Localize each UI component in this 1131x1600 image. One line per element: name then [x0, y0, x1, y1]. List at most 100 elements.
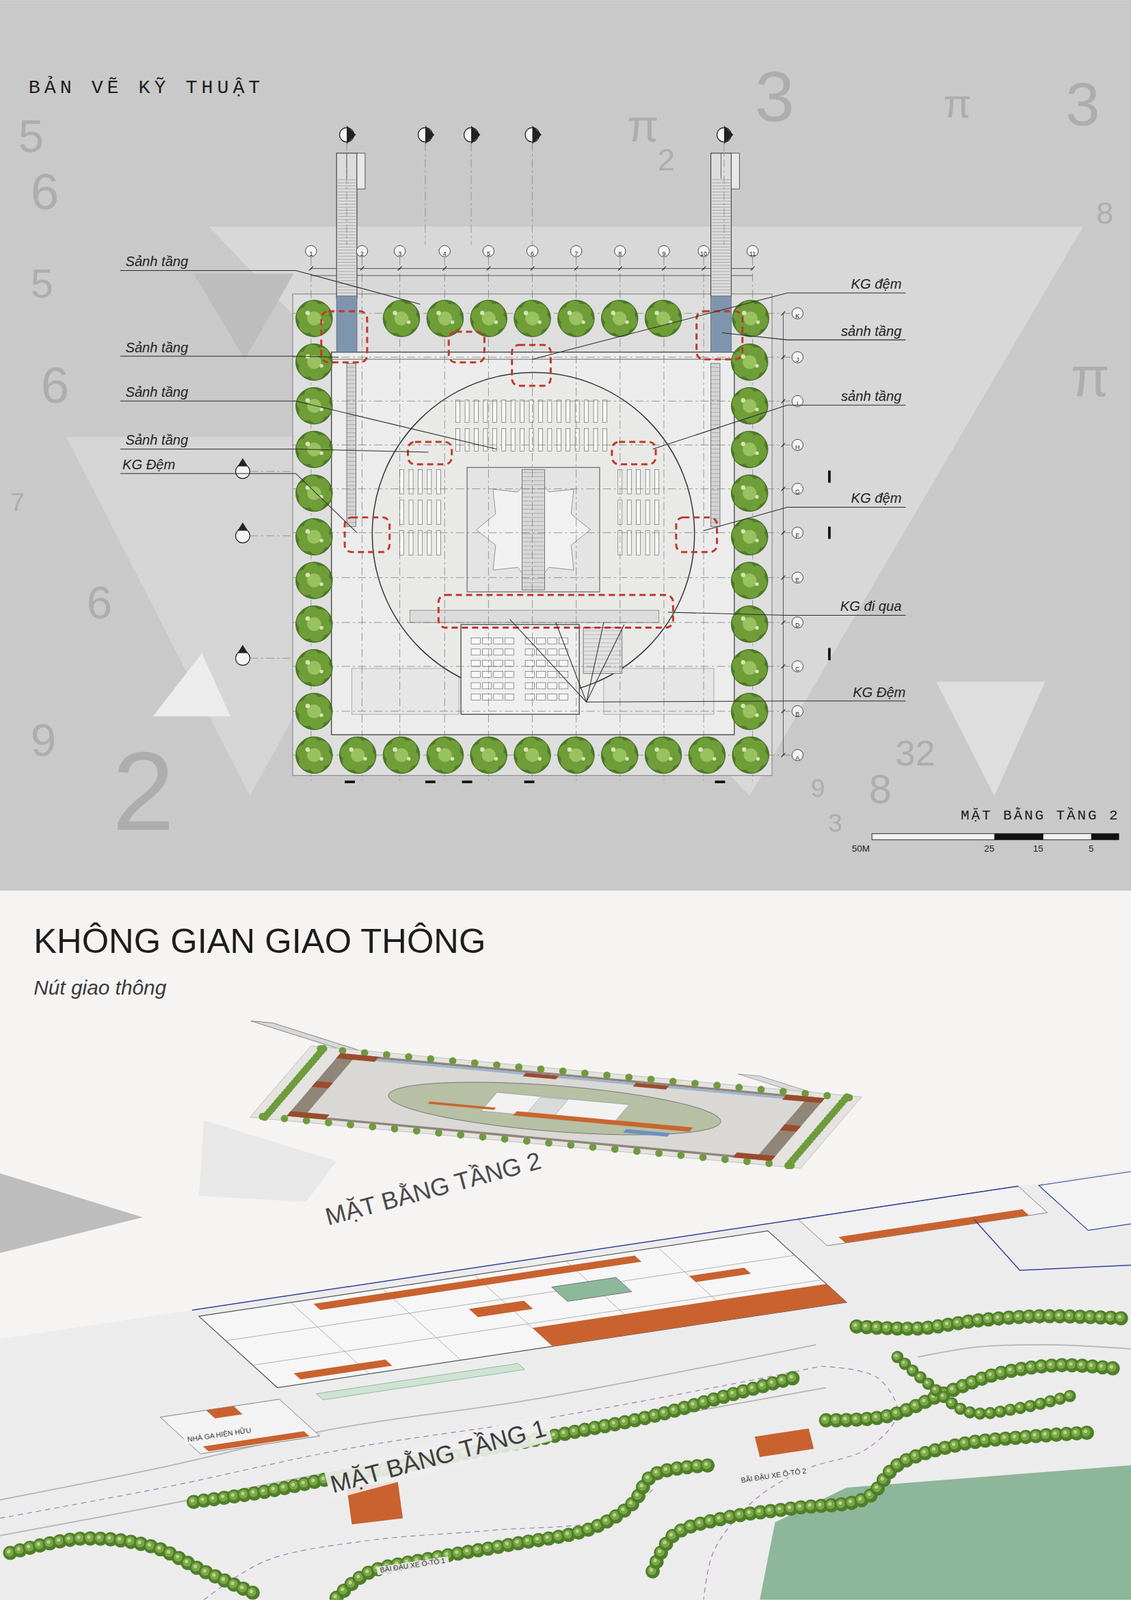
- section-mark: [425, 780, 436, 783]
- tree-lobe: [996, 1366, 1006, 1376]
- seat-row: [501, 400, 507, 423]
- seat-row: [436, 530, 441, 556]
- passage-band: [410, 609, 660, 623]
- label-anchor: Sảnh tầng: [125, 337, 189, 357]
- tree-highlight: [681, 1404, 685, 1408]
- tree-highlight: [348, 1580, 352, 1584]
- atrium: [467, 467, 600, 592]
- label-anchor: 5: [18, 110, 44, 163]
- stair-tread: [711, 209, 731, 211]
- tree-highlight: [957, 1405, 961, 1408]
- seat-row: [547, 682, 557, 689]
- tree-highlight: [565, 1531, 569, 1535]
- plan-title: MẶT BẰNG TẦNG 2: [960, 806, 1121, 824]
- seat-row: [547, 400, 552, 423]
- seat-row: [593, 428, 598, 452]
- tree-lobe: [920, 1447, 930, 1457]
- tree-lobe: [990, 1433, 1000, 1443]
- stair-tread: [711, 521, 721, 523]
- stair-tread: [337, 259, 357, 260]
- tree-crown: [296, 648, 334, 686]
- grid-axis-line: [292, 666, 792, 667]
- stair-tread: [711, 289, 731, 290]
- road-lane: [0, 1365, 822, 1518]
- green-court: [551, 1276, 632, 1301]
- tree-highlight: [475, 1546, 479, 1551]
- watermark: 3: [754, 56, 795, 139]
- tree-highlight: [1076, 1312, 1081, 1317]
- tree-highlight: [436, 310, 441, 315]
- section-mark: [828, 647, 831, 660]
- tree-lobe: [910, 1450, 920, 1460]
- tree-lobe: [902, 1323, 912, 1333]
- tree-lobe: [993, 1312, 1003, 1322]
- label-anchor: 6: [30, 163, 59, 223]
- panel-ground: [0, 0, 1131, 891]
- circulation-node: [294, 1358, 393, 1379]
- grid-axis-letter: D: [795, 621, 800, 629]
- stair-tread: [346, 432, 356, 433]
- tree-crown: [785, 1370, 801, 1385]
- leader-line: [120, 473, 357, 533]
- tree-highlight: [611, 747, 616, 752]
- grid-axis-letter: C: [795, 666, 800, 673]
- tree-lobe: [652, 1467, 662, 1477]
- tree-highlight: [750, 1384, 754, 1389]
- tree-highlight: [737, 1511, 741, 1515]
- tree-highlight: [741, 354, 746, 359]
- stair-tread: [711, 283, 731, 284]
- stair-tread: [337, 255, 357, 257]
- stair-tread: [711, 411, 721, 413]
- tree-crown: [557, 300, 595, 338]
- tree-highlight: [853, 1322, 857, 1326]
- tree-symbol: [730, 605, 768, 643]
- tree-crown: [730, 562, 768, 600]
- tree-highlight: [797, 1503, 802, 1508]
- tree-highlight: [211, 1572, 216, 1577]
- tree-symbol: [514, 300, 552, 338]
- seat-row: [493, 637, 503, 644]
- tree-highlight: [712, 756, 716, 761]
- bridge-divider: [720, 153, 722, 179]
- zone-outline: [696, 311, 743, 359]
- section-line: [249, 471, 293, 472]
- tree-highlight: [741, 485, 746, 490]
- grid-axis-letter: F: [795, 531, 800, 539]
- tree-highlight: [754, 713, 759, 717]
- tree-lobe: [748, 1382, 757, 1392]
- stair-tread: [711, 469, 721, 470]
- grid-axis-letter: I: [796, 400, 798, 408]
- grid-axis-line: [292, 400, 792, 402]
- stair-tread: [346, 382, 356, 384]
- tree-highlight: [230, 1580, 234, 1585]
- stair-tread: [346, 419, 356, 421]
- tree-lobe: [702, 1459, 712, 1469]
- scale-number: 25: [983, 843, 995, 854]
- tree-highlight: [36, 1541, 41, 1546]
- tree-lobe: [309, 1476, 318, 1486]
- tree-highlight: [741, 397, 746, 403]
- tree-lobe: [569, 1425, 579, 1435]
- tree-symbol: [557, 300, 595, 338]
- tree-lobe: [1010, 1431, 1020, 1441]
- tree-symbol: [382, 736, 420, 774]
- leader-line: [703, 506, 906, 530]
- tree-lobe: [708, 1393, 718, 1403]
- tree-lobe: [1040, 1429, 1050, 1439]
- dimension-tick: [780, 663, 785, 669]
- tree-lobe: [785, 1502, 795, 1512]
- seat-row: [547, 648, 557, 656]
- stair-tread: [346, 436, 356, 437]
- tree-highlight: [319, 451, 323, 455]
- tree-lobe: [672, 1462, 682, 1472]
- tree-lobe: [724, 1511, 734, 1521]
- stair-tread: [711, 432, 721, 433]
- tree-lobe: [1046, 1360, 1056, 1369]
- grid-axis-letter: B: [795, 710, 800, 718]
- tree-highlight: [874, 1484, 878, 1488]
- tree-lobe: [229, 1490, 238, 1500]
- tree-highlight: [26, 1544, 31, 1548]
- tree-lobe: [695, 1518, 705, 1527]
- label-anchor: 32: [895, 732, 935, 774]
- tree-lobe: [278, 1482, 288, 1492]
